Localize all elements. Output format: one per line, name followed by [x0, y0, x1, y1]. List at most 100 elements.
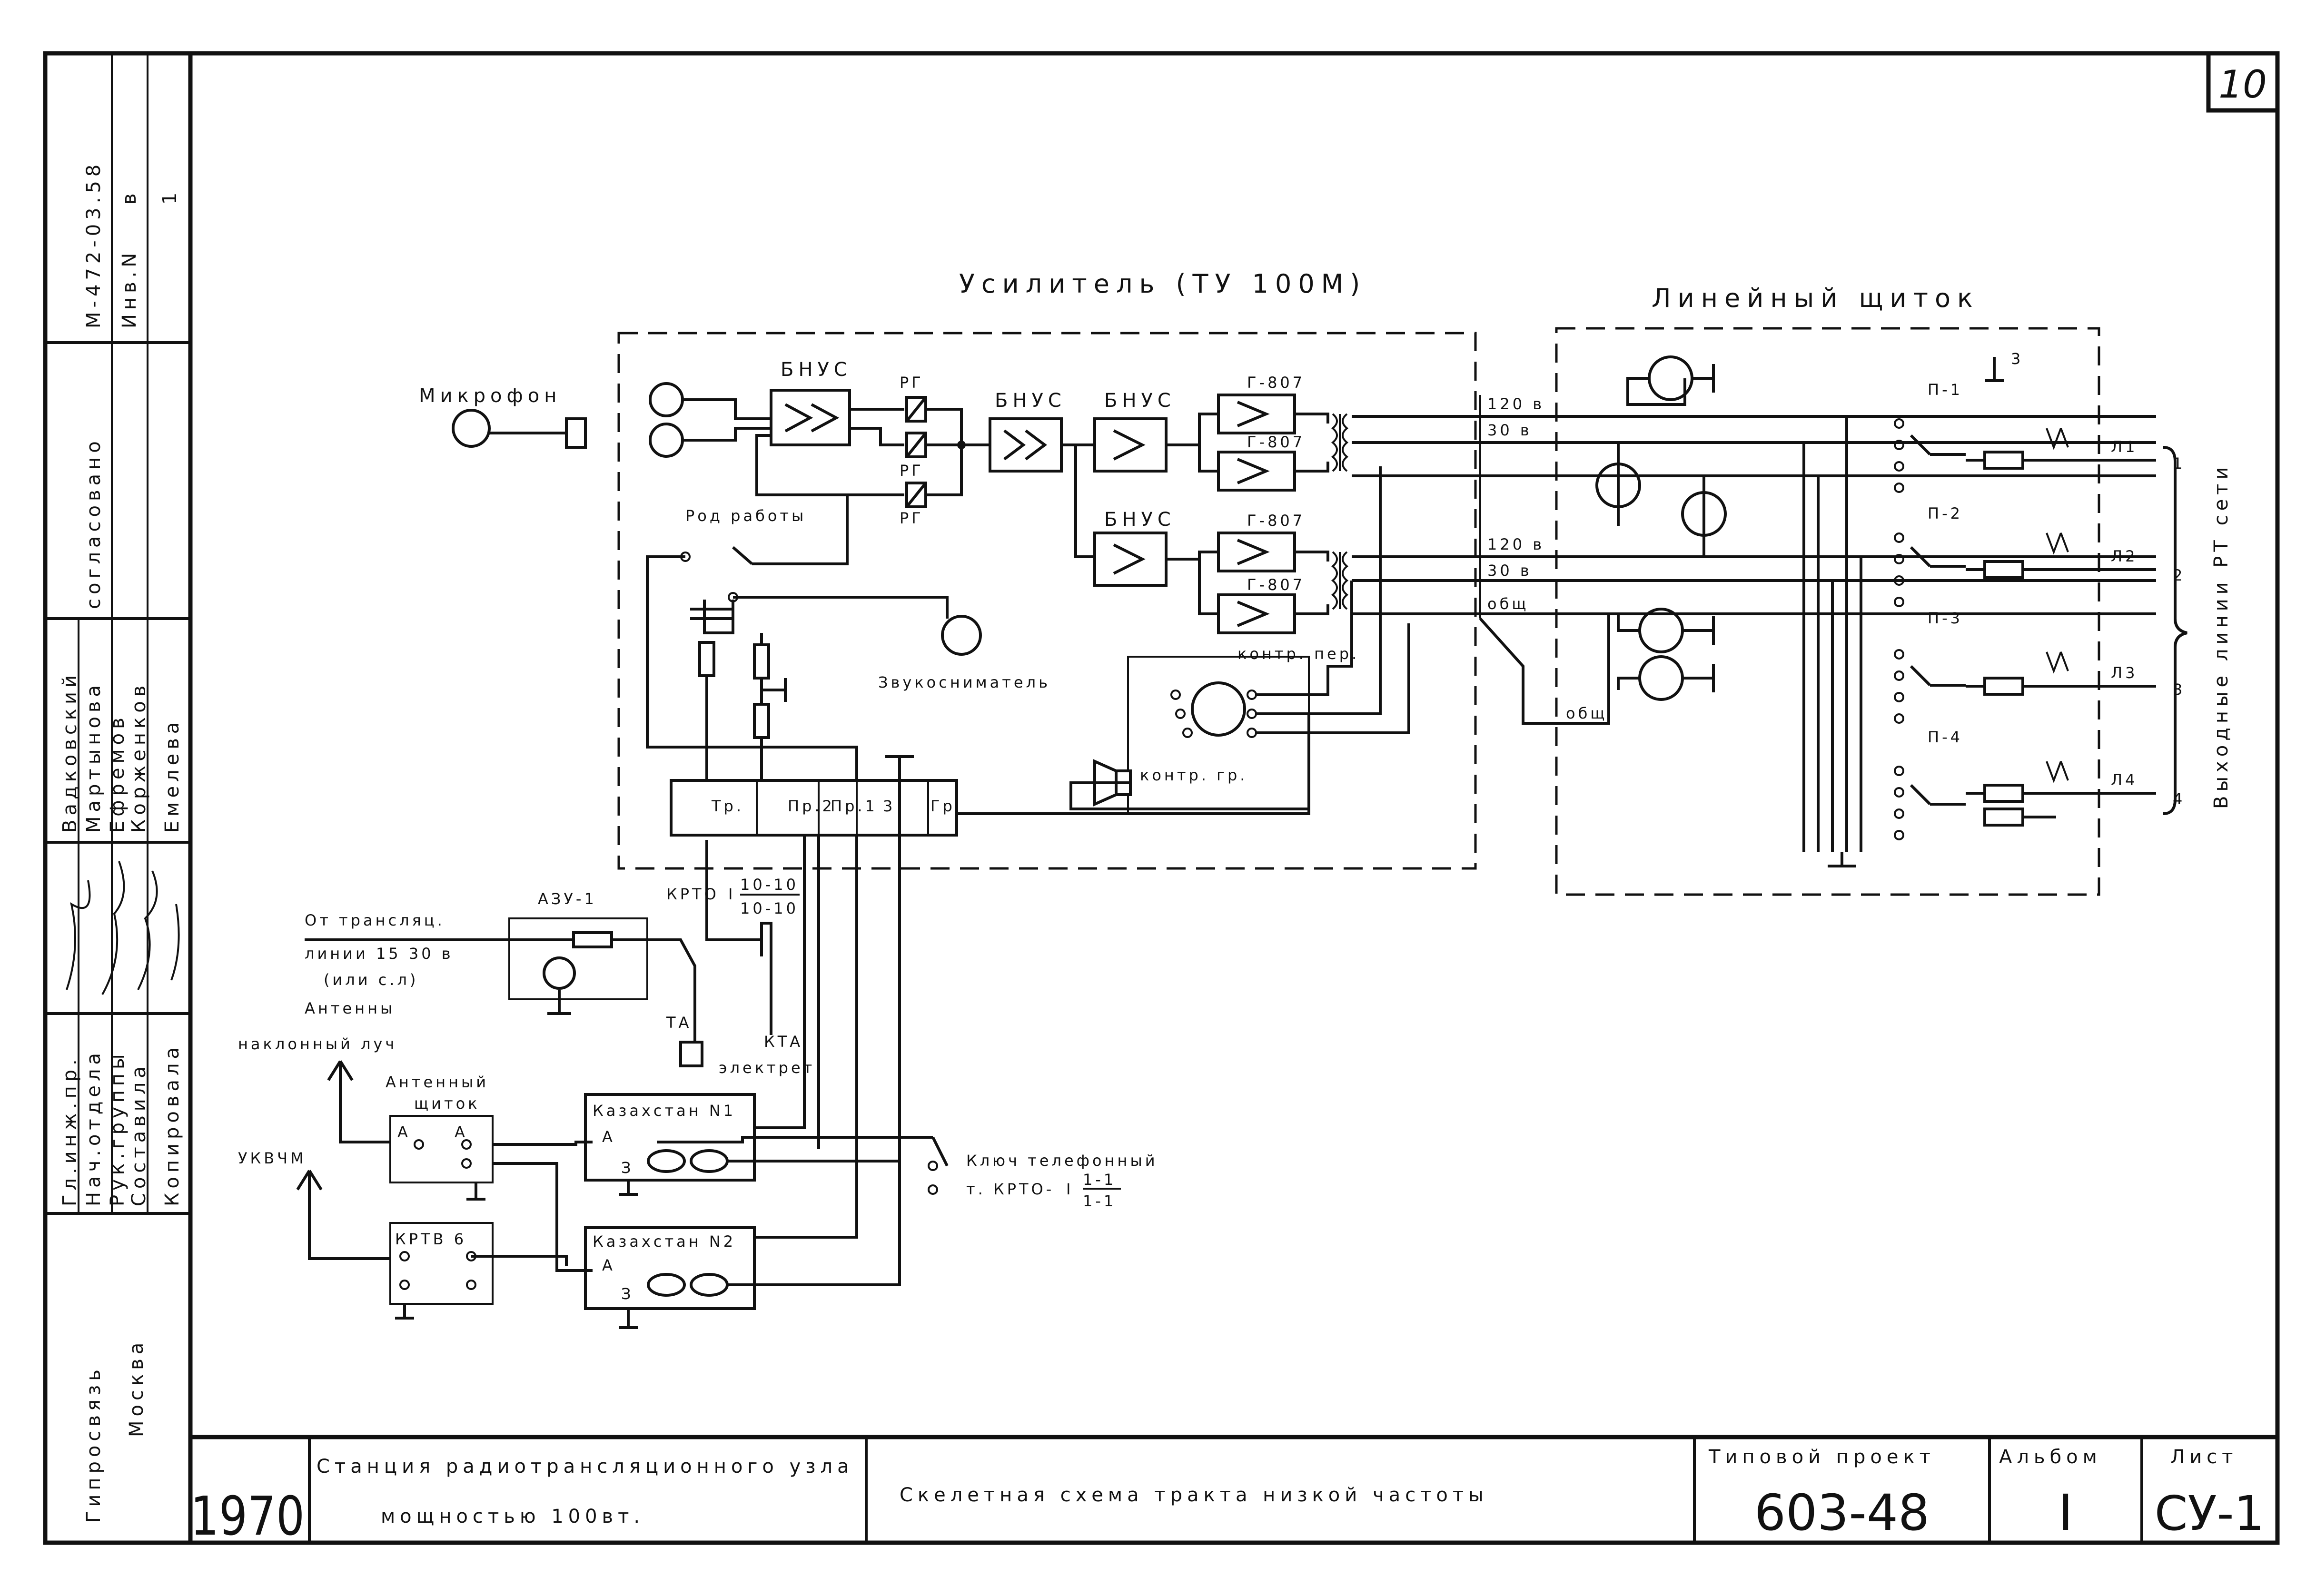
sheet-number-box — [2206, 51, 2280, 113]
station-line-1: Станция радиотрансляционного узла — [317, 1456, 854, 1478]
antenna-inclined-label: наклонный луч — [238, 1035, 397, 1053]
bus-120v-1: 120 в — [1487, 395, 1544, 413]
output-l4: Л4 — [2111, 771, 2138, 789]
terminal-tr: Тр. — [711, 797, 744, 815]
sheet-value: СУ-1 — [2155, 1486, 2264, 1541]
resistor-2 — [753, 643, 770, 680]
antenna-panel — [389, 1115, 494, 1183]
mode-switch-label: Род работы — [685, 507, 806, 525]
krto-frac-bottom: 10-10 — [740, 899, 799, 917]
kaz1-label: Казахстан N1 — [593, 1102, 736, 1120]
g807-label-4: Г-807 — [1247, 576, 1305, 594]
line-panel-frame — [1555, 327, 2100, 896]
staff-name-1: Вадковский — [59, 671, 81, 833]
monitor-ch-label: контр. пер. — [1237, 645, 1359, 663]
electret-label: электрет — [719, 1059, 815, 1077]
title-block: 1970 Станция радиотрансляционного узла м… — [190, 1435, 2277, 1547]
station-line-2: мощностью 100вт. — [381, 1506, 644, 1527]
switch-p4-label: П-4 — [1928, 728, 1963, 746]
phone-key-frac-top: 1-1 — [1083, 1171, 1116, 1189]
drawing-title: Скелетная схема тракта низкой частоты — [900, 1484, 1488, 1506]
switch-p1 — [1894, 418, 1966, 493]
g807-label-2: Г-807 — [1247, 433, 1305, 451]
signature-4 — [170, 904, 180, 981]
relay-line-label: линии 15 30 в — [305, 945, 454, 963]
bus-120v-2: 120 в — [1487, 535, 1544, 553]
sheet-label: Лист — [2170, 1446, 2237, 1468]
kaz2-a: А — [602, 1256, 615, 1274]
output-l2: Л2 — [2111, 547, 2138, 565]
krto-frac-top: 10-10 — [740, 876, 799, 894]
krtv-label: КРТВ 6 — [395, 1230, 466, 1248]
amplifier-block: Усилитель (ТУ 100М) Микрофон БНУС РГ РГ … — [419, 269, 1477, 870]
terminal-gr: Гр — [930, 797, 955, 815]
switch-p1-label: П-1 — [1928, 381, 1963, 399]
azu-block — [508, 917, 648, 1000]
output-fuses — [1966, 428, 2156, 827]
krto-roman: I — [728, 885, 735, 903]
telephone-set — [679, 1041, 703, 1067]
power-tube-g807-3 — [1217, 532, 1296, 572]
monitor-selector — [1191, 681, 1246, 737]
kaz1-z: З — [621, 1159, 634, 1177]
bus-30v-1: 30 в — [1487, 421, 1532, 439]
org-city: Москва — [126, 1339, 148, 1437]
bus-common: общ — [1487, 595, 1529, 613]
phone-key-label-1: Ключ телефонный — [966, 1152, 1158, 1170]
output-transformer-1 — [1331, 413, 1338, 472]
org-name: Гипросвязь — [83, 1365, 105, 1523]
phone-key-label-2: т. КРТО- — [966, 1180, 1054, 1198]
microphone-label: Микрофон — [419, 385, 561, 407]
year: 1970 — [190, 1486, 305, 1547]
album-label: Альбом — [1999, 1446, 2102, 1468]
power-tube-g807-1 — [1217, 394, 1296, 434]
kaz2-z: З — [621, 1285, 634, 1303]
g807-label-1: Г-807 — [1247, 374, 1305, 392]
antenna-panel-l2: щиток — [414, 1094, 480, 1113]
krtv-block — [389, 1222, 494, 1305]
terminal-pr2: Пр.2 — [788, 797, 835, 815]
antenna-panel-a2: А — [455, 1123, 468, 1141]
line-panel-title: Линейный щиток — [1652, 283, 1979, 313]
ukv-label: УКВЧМ — [238, 1149, 307, 1167]
antenna-inclined-symbol — [327, 1060, 390, 1143]
bnus-1-label: БНУС — [781, 359, 852, 381]
staff-name-3: Ефремов — [107, 713, 129, 833]
amplifier-title: Усилитель (ТУ 100М) — [959, 269, 1366, 299]
terminal-3: 3 — [883, 797, 895, 815]
sheet-number: 10 — [2218, 62, 2267, 107]
switch-p3 — [1894, 649, 1966, 724]
power-tube-g807-4 — [1217, 593, 1296, 634]
bnus-2-label: БНУС — [995, 390, 1066, 412]
line-panel: Линейный щиток 3 П-1 П-2 П-3 П-4 — [1555, 283, 2232, 896]
antennas-label: Антенны — [305, 999, 395, 1017]
rg-label-1: РГ — [900, 374, 924, 392]
bnus-4-label: БНУС — [1104, 509, 1176, 531]
ta-label: ТА — [666, 1014, 692, 1032]
resistor-1 — [698, 641, 715, 677]
resistor-3 — [753, 703, 770, 739]
staff-role-4: Составила — [128, 1062, 150, 1206]
album-value: I — [2059, 1484, 2073, 1542]
input-socket-2 — [649, 423, 684, 458]
rg-label-3: РГ — [900, 509, 924, 527]
antenna-panel-a1: А — [397, 1123, 411, 1141]
output-num-2: 2 — [2173, 566, 2185, 584]
left-stamp-strip: М-472-03.58 Инв.N в 1 согласовано Вадков… — [45, 53, 190, 1523]
doc-code: М-472-03.58 — [83, 160, 105, 328]
switch-p2-label: П-2 — [1928, 504, 1963, 522]
signature-3 — [137, 870, 158, 990]
bus-common-2: общ — [1566, 704, 1607, 722]
input-socket-1 — [649, 382, 684, 417]
input-sources: От трансляц. линии 15 30 в (или с.л) АЗУ… — [238, 780, 1158, 1329]
output-lines-label: Выходные линии РТ сети — [2210, 463, 2232, 809]
krto-label: КРТО — [666, 885, 719, 903]
output-num-1: 1 — [2173, 454, 2185, 473]
pickup-symbol — [941, 615, 982, 656]
staff-role-1: Гл.инж.пр. — [59, 1055, 81, 1206]
switch-p3-label: П-3 — [1928, 609, 1963, 627]
power-tube-g807-2 — [1217, 451, 1296, 492]
antenna-ukv-symbol — [296, 1170, 390, 1260]
approvals-label: согласовано — [83, 437, 105, 609]
